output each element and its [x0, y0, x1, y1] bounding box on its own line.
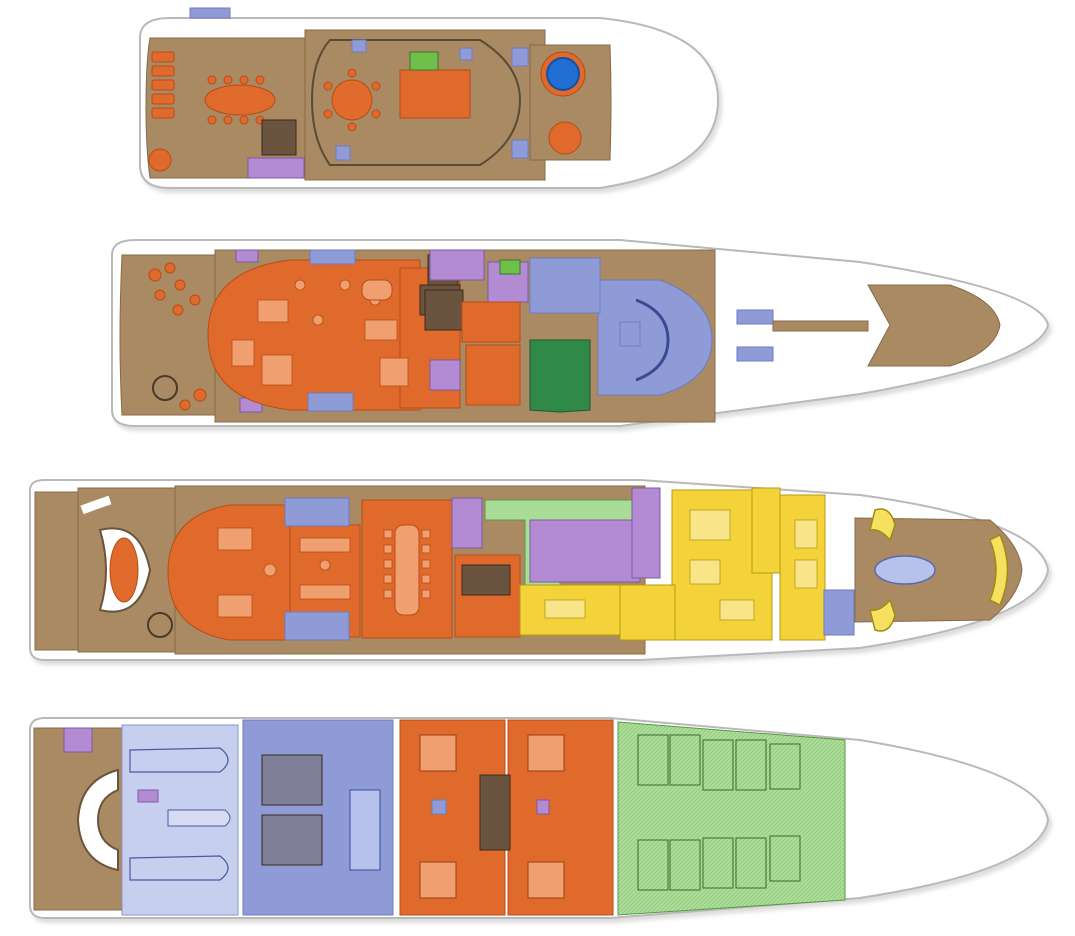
bridge-deck-u-sofa	[361, 279, 393, 301]
bridge-deck-wheelhouse	[597, 279, 713, 396]
lower-deck-beach-club	[63, 727, 93, 753]
main-deck-foredeck-jacuzzi	[874, 555, 936, 585]
main-deck-aft-table	[109, 537, 139, 603]
main-deck	[29, 479, 1050, 661]
sun-deck-aft-table	[148, 148, 172, 172]
sun-deck-storage	[247, 157, 305, 179]
sun-deck-skylounge-outline	[310, 39, 522, 166]
sun-deck-solar	[189, 7, 231, 19]
lower-deck-cabin-beds	[419, 734, 565, 899]
sun-deck	[139, 7, 720, 189]
main-deck-main-salon	[167, 504, 291, 641]
lower-deck-tender-1	[129, 747, 229, 773]
sun-deck-sunbeds	[151, 51, 175, 119]
main-deck-foredeck-seating-stbd	[868, 598, 896, 632]
lower-deck-crew-cabins	[637, 734, 801, 891]
bridge-deck-helm-console	[635, 298, 670, 382]
sun-deck-stair	[409, 51, 439, 71]
lower-deck-tender-2	[129, 855, 229, 881]
sun-deck-bar	[261, 119, 297, 156]
bridge-deck-teak-aft	[119, 254, 216, 416]
lower-deck	[29, 717, 1050, 919]
main-deck-salon-furniture	[217, 527, 351, 618]
bridge-deck-stair-hall	[424, 289, 464, 331]
bridge-deck-spiral-stair	[152, 375, 178, 401]
bridge-deck-captain-cabin	[529, 339, 591, 413]
main-deck-spiral-stair	[147, 612, 173, 638]
sun-deck-lifebox	[511, 47, 529, 67]
bridge-deck	[111, 239, 1050, 427]
sun-deck-pool	[546, 57, 580, 91]
main-deck-dining-chairs	[383, 529, 431, 599]
bridge-deck-aft-seating	[148, 262, 207, 411]
main-deck-swim-platform	[34, 491, 79, 651]
main-deck-dining-table	[394, 524, 420, 616]
main-deck-foredeck-teak	[854, 517, 1023, 623]
main-deck-aft-stair-port	[80, 495, 112, 515]
main-deck-owner-furniture	[544, 509, 818, 621]
sun-deck-round-table	[323, 68, 381, 132]
bridge-deck-foredeck-teak	[867, 284, 1001, 367]
sun-deck-sofa	[399, 69, 471, 119]
lower-deck-jetski	[167, 809, 231, 827]
main-deck-foredeck-seating-port	[868, 508, 896, 542]
lower-deck-aft-stair	[76, 768, 119, 872]
sun-deck-fwd-table	[548, 121, 582, 155]
